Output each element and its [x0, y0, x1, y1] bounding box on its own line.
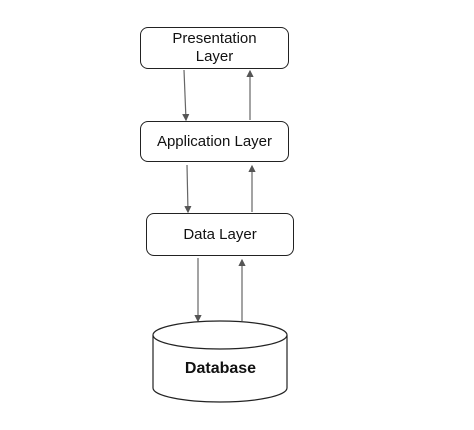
- data-layer-box: Data Layer: [146, 213, 294, 256]
- arrow-presentation-to-application: [182, 69, 190, 122]
- data-layer-label: Data Layer: [183, 225, 257, 243]
- database-cylinder: [152, 320, 288, 403]
- application-layer-label: Application Layer: [156, 132, 273, 150]
- presentation-layer-box: Presentation Layer: [140, 27, 289, 69]
- presentation-layer-label: Presentation Layer: [172, 30, 257, 65]
- application-layer-box: Application Layer: [140, 121, 289, 162]
- arrow-application-to-data: [184, 164, 192, 214]
- database-label: Database: [184, 360, 257, 377]
